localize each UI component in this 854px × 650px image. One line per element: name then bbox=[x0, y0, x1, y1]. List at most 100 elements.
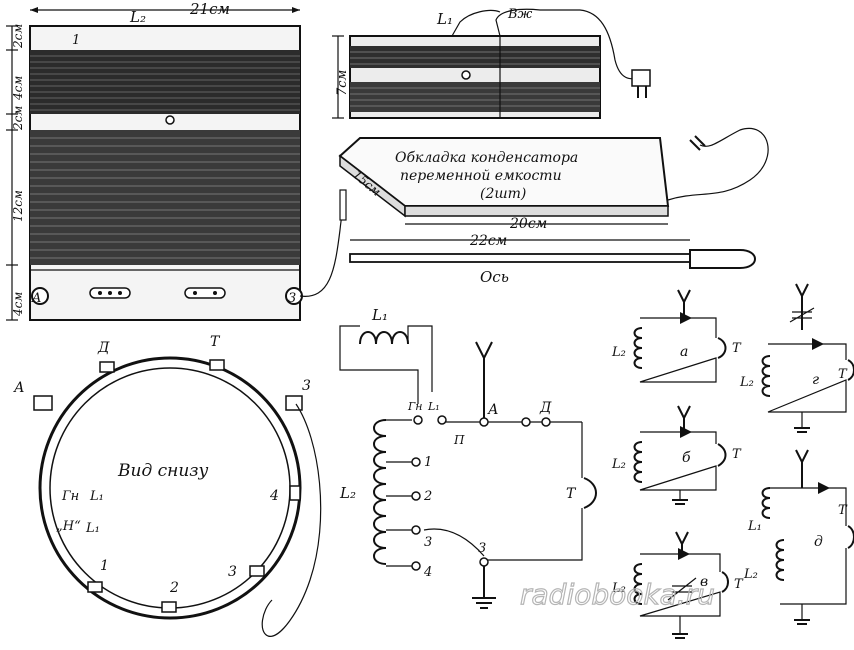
plate-lead bbox=[667, 127, 769, 201]
terminal-a-label: A bbox=[31, 291, 41, 306]
variant-g-letter: г bbox=[812, 372, 819, 388]
coil-l2-icon bbox=[775, 539, 785, 581]
variable-capacitor-icon bbox=[789, 307, 815, 323]
diode-icon bbox=[680, 426, 692, 438]
winding-stripes-l2 bbox=[30, 137, 300, 259]
coil-width-dim: 21см bbox=[189, 0, 230, 18]
variant-d-letter: д bbox=[814, 534, 823, 550]
axis-length-dim: 22см bbox=[469, 233, 507, 249]
phones-icon bbox=[721, 571, 729, 593]
variant-v-coil: L₂ bbox=[611, 581, 626, 596]
tap-3: 3 bbox=[424, 535, 432, 550]
slot bbox=[184, 287, 226, 299]
circuit-antenna: А bbox=[487, 402, 499, 418]
ground-icon bbox=[472, 566, 496, 609]
ground-icon bbox=[794, 619, 810, 625]
antenna-icon bbox=[795, 449, 809, 488]
diode-icon bbox=[678, 548, 690, 560]
ring-label-n: „Н“ bbox=[56, 519, 81, 534]
circuit-ground-label: 3 bbox=[478, 541, 486, 556]
phones-icon bbox=[847, 359, 854, 381]
plug-icon bbox=[631, 69, 651, 87]
coil-l1-icon bbox=[761, 487, 771, 519]
diode-icon bbox=[680, 312, 692, 324]
tap-2: 2 bbox=[423, 489, 432, 504]
variant-b-phones: Т bbox=[732, 447, 742, 462]
variant-d-coil1: L₁ bbox=[747, 519, 762, 534]
side-coil-label: L₁ bbox=[436, 10, 453, 28]
dim-2cm-top: 2см bbox=[11, 24, 25, 49]
circuit-phones: Т bbox=[566, 486, 577, 502]
bottom-view-title: Вид снизу bbox=[117, 461, 209, 481]
circuit-l1: L₁ bbox=[371, 306, 388, 324]
coil-side-view: 7см L₁ Вж bbox=[332, 7, 651, 119]
ring-terminal-a bbox=[33, 395, 53, 411]
ring-label-3-bottom: 3 bbox=[228, 564, 237, 580]
winding-l2-band bbox=[30, 130, 300, 265]
capacitor-plate: Обкладка конденсатора переменной емкости… bbox=[338, 127, 769, 232]
side-winding-bottom bbox=[350, 82, 600, 112]
ring-label-4: 4 bbox=[269, 488, 279, 504]
plate-text-line3: (2шт) bbox=[480, 186, 526, 202]
variant-a-coil: L₂ bbox=[611, 345, 626, 360]
hole bbox=[165, 115, 175, 125]
phones-icon bbox=[847, 525, 854, 549]
dim-4cm-bottom: 4см bbox=[11, 292, 25, 317]
variant-b-letter: б bbox=[682, 450, 691, 466]
axis-knob bbox=[689, 249, 756, 269]
variant-b: L₂ б Т bbox=[611, 405, 742, 505]
winding-stripes bbox=[30, 55, 300, 111]
diode-icon bbox=[812, 338, 824, 350]
tap-gn: Гн bbox=[407, 400, 423, 413]
variant-v-letter: в bbox=[700, 574, 708, 590]
axis-name: Ось bbox=[480, 268, 509, 286]
terminal-3-label: 3 bbox=[288, 291, 296, 306]
arrow-icon bbox=[30, 7, 38, 13]
variant-v-phones: Т bbox=[734, 577, 744, 592]
ring-label-a: А bbox=[13, 380, 25, 396]
bottom-view: Вид снизу А Д Т 3 4 3 2 1 Гн L₁ „Н“ L₁ bbox=[13, 334, 322, 637]
dim-2cm: 2см bbox=[11, 106, 25, 131]
circuit-detector: Д bbox=[539, 400, 552, 416]
antenna-icon bbox=[795, 283, 809, 330]
ring-label-gn: Гн bbox=[61, 489, 79, 504]
variant-g-phones: Т bbox=[838, 367, 848, 382]
coil-length-label: L₂ bbox=[129, 8, 146, 26]
phones-icon bbox=[717, 443, 727, 467]
coil-icon bbox=[633, 327, 643, 369]
diode-icon bbox=[818, 482, 830, 494]
main-circuit: L₁ Гн L₁ П L₂ 1 2 3 4 А Д Т 3 bbox=[339, 306, 597, 609]
coil-front-view: L₂ 21см bbox=[6, 0, 347, 321]
bottom-ring-outer bbox=[38, 356, 302, 620]
terminal-a-screw bbox=[31, 287, 49, 305]
lead-wire bbox=[299, 194, 345, 297]
antenna-icon bbox=[677, 289, 691, 318]
variant-a: L₂ а Т bbox=[611, 289, 742, 383]
corner-mark: 1 bbox=[72, 33, 80, 48]
side-leads bbox=[451, 8, 641, 80]
winding-l1-band bbox=[30, 50, 300, 114]
circuit-l2: L₂ bbox=[339, 484, 356, 502]
ring-label-1: 1 bbox=[100, 558, 109, 574]
coil-icon bbox=[633, 563, 643, 605]
ground-icon bbox=[672, 499, 688, 505]
variant-d-phones: Т bbox=[838, 503, 848, 518]
tap-l1: L₁ bbox=[427, 400, 440, 413]
coil-icon bbox=[633, 441, 643, 483]
variant-d-coil2: L₂ bbox=[743, 567, 758, 582]
ring-label-l1-2: L₁ bbox=[85, 521, 100, 536]
tap-4: 4 bbox=[423, 565, 432, 580]
antenna-icon bbox=[475, 341, 493, 422]
axis-rod: 22см Ось bbox=[349, 233, 756, 286]
spade-connector-icon bbox=[689, 135, 706, 151]
variant-g: L₂ г Т bbox=[739, 283, 854, 433]
ring-label-d: Д bbox=[97, 340, 110, 356]
arrow-icon bbox=[292, 7, 300, 13]
variant-g-coil: L₂ bbox=[739, 375, 754, 390]
tap-n: П bbox=[453, 433, 465, 447]
watermark: radiobooka.ru bbox=[520, 578, 715, 611]
variant-b-coil: L₂ bbox=[611, 457, 626, 472]
ground-icon bbox=[672, 633, 688, 639]
coil-l2-symbol bbox=[373, 419, 387, 565]
